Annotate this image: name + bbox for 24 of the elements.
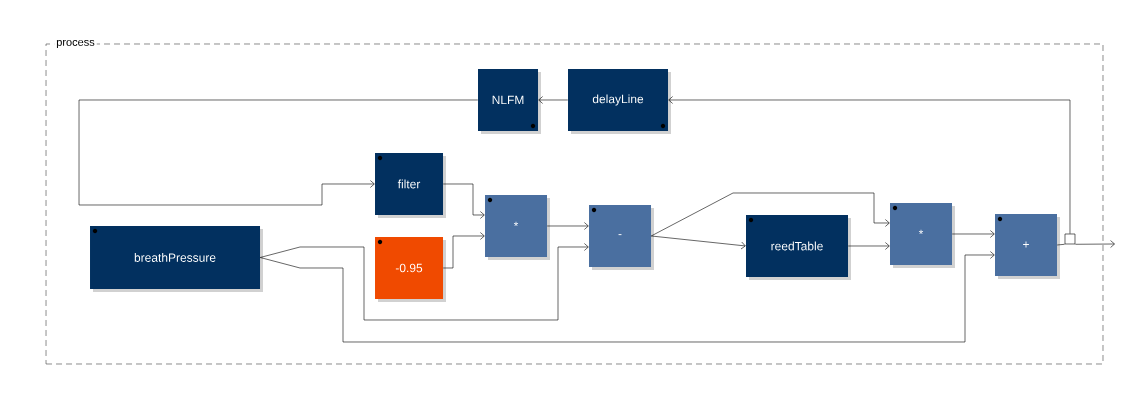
input-box: breathPressure — [90, 226, 263, 292]
arrow — [442, 183, 485, 219]
arrow — [650, 192, 890, 237]
operator-box: - — [589, 205, 654, 270]
arrow — [847, 242, 890, 250]
operator-box: * — [890, 203, 955, 268]
arrow — [951, 230, 995, 238]
operator-box: + — [995, 214, 1060, 279]
arrow — [538, 96, 569, 104]
constant-box: -0.95 — [375, 237, 446, 302]
function-box: delayLine — [568, 69, 671, 134]
operator-box: * — [485, 195, 550, 260]
delay-box — [1064, 233, 1076, 245]
arrow — [78, 99, 479, 206]
arrow — [259, 243, 589, 321]
arrow — [259, 251, 995, 343]
arrow — [442, 232, 485, 269]
function-box: reedTable — [746, 215, 851, 280]
arrow — [546, 222, 589, 230]
function-box: filter — [375, 153, 446, 218]
arrow — [1075, 240, 1115, 248]
arrow — [650, 235, 746, 250]
function-box: NLFM — [478, 69, 541, 134]
arrow — [668, 96, 1071, 234]
